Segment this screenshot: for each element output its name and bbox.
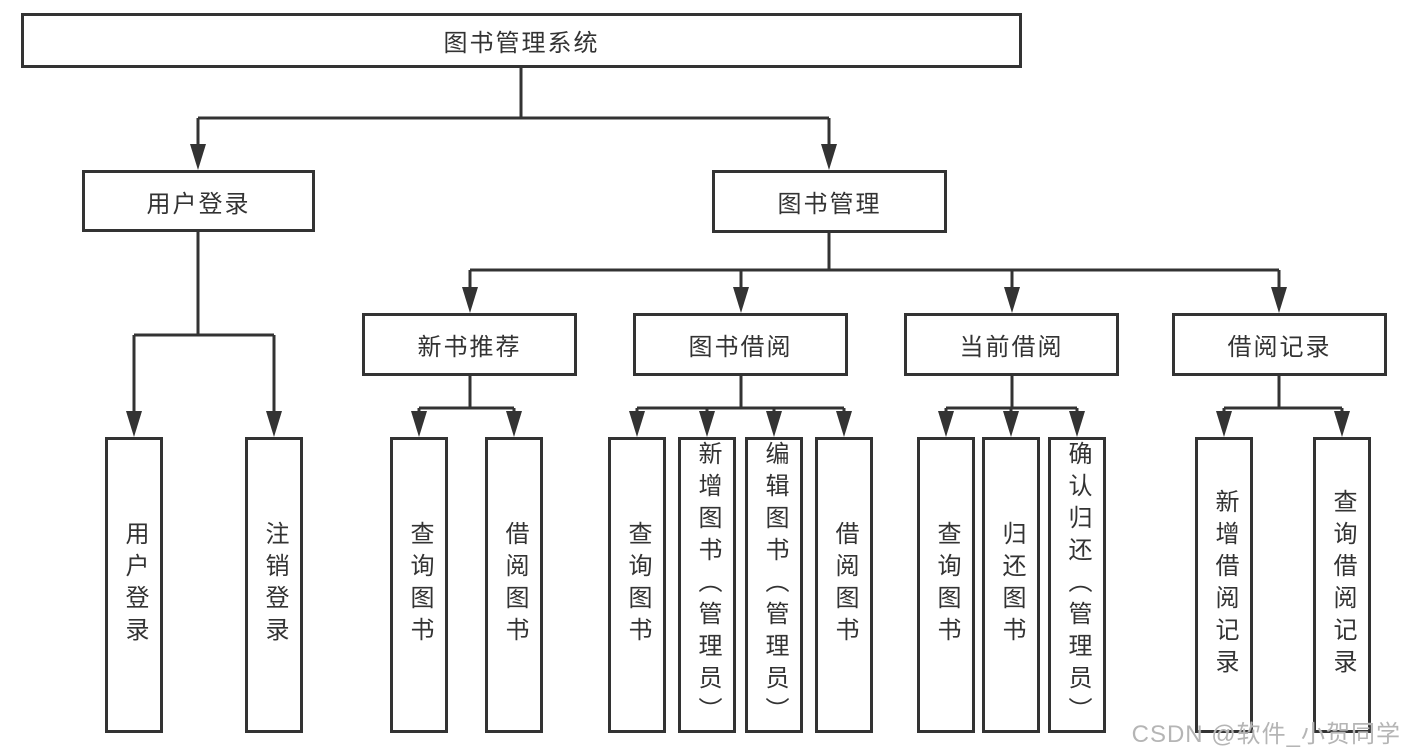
arrow-icon	[938, 411, 954, 437]
node-label: 确认归还（管理员）	[1064, 441, 1091, 729]
node-leaf-add-borrow-record: 新增借阅记录	[1195, 437, 1253, 733]
arrow-icon	[733, 287, 749, 313]
node-label: 查询图书	[624, 521, 651, 649]
connector-book-mgmt-to-level3	[468, 233, 1281, 291]
node-leaf-logout: 注销登录	[245, 437, 303, 733]
node-leaf-user-login: 用户登录	[105, 437, 163, 733]
node-leaf-query-borrow-record: 查询借阅记录	[1313, 437, 1371, 733]
connector-borrow-record-to-children	[1222, 376, 1344, 415]
node-label: 新增图书（管理员）	[694, 441, 721, 729]
connector-current-borrow-to-children	[944, 376, 1079, 415]
connector-new-book-to-children	[417, 376, 516, 415]
node-label: 查询借阅记录	[1329, 489, 1356, 681]
arrow-icon	[1069, 411, 1085, 437]
node-leaf-return-books: 归还图书	[982, 437, 1040, 733]
arrow-icon	[266, 411, 282, 437]
arrow-icon	[766, 411, 782, 437]
node-borrowing-records: 借阅记录	[1172, 313, 1387, 376]
node-leaf-confirm-return-admin: 确认归还（管理员）	[1048, 437, 1106, 733]
csdn-watermark: CSDN @软件_小贺同学	[1131, 721, 1401, 747]
arrow-icon	[1003, 411, 1019, 437]
arrowheads	[126, 144, 1350, 437]
arrow-icon	[1334, 411, 1350, 437]
node-label: 归还图书	[998, 521, 1025, 649]
connector-root-to-level2	[196, 68, 831, 148]
arrow-icon	[1004, 287, 1020, 313]
node-leaf-borrow-books-1: 借阅图书	[485, 437, 543, 733]
node-label: 查询图书	[406, 521, 433, 649]
node-leaf-edit-book-admin: 编辑图书（管理员）	[745, 437, 803, 733]
arrow-icon	[836, 411, 852, 437]
arrow-icon	[506, 411, 522, 437]
arrow-icon	[411, 411, 427, 437]
arrow-icon	[1216, 411, 1232, 437]
node-label: 新增借阅记录	[1211, 489, 1238, 681]
node-leaf-query-books-2: 查询图书	[608, 437, 666, 733]
arrow-icon	[629, 411, 645, 437]
node-user-login: 用户登录	[82, 170, 315, 232]
node-label: 借阅图书	[501, 521, 528, 649]
node-label: 注销登录	[261, 521, 288, 649]
node-leaf-query-books-1: 查询图书	[390, 437, 448, 733]
node-leaf-add-book-admin: 新增图书（管理员）	[678, 437, 736, 733]
connector-book-borrow-to-children	[635, 376, 846, 415]
arrow-icon	[126, 411, 142, 437]
node-book-management: 图书管理	[712, 170, 947, 233]
arrow-icon	[1271, 287, 1287, 313]
node-book-borrowing: 图书借阅	[633, 313, 848, 376]
node-library-management-system: 图书管理系统	[21, 13, 1022, 68]
connector-user-login-to-children	[132, 232, 276, 415]
node-leaf-query-books-3: 查询图书	[917, 437, 975, 733]
arrow-icon	[190, 144, 206, 170]
arrow-icon	[821, 144, 837, 170]
arrow-icon	[699, 411, 715, 437]
node-label: 借阅图书	[831, 521, 858, 649]
node-label: 编辑图书（管理员）	[761, 441, 788, 729]
node-new-book-recommend: 新书推荐	[362, 313, 577, 376]
node-current-borrowing: 当前借阅	[904, 313, 1119, 376]
node-leaf-borrow-books-2: 借阅图书	[815, 437, 873, 733]
node-label: 查询图书	[933, 521, 960, 649]
arrow-icon	[462, 287, 478, 313]
node-label: 用户登录	[121, 521, 148, 649]
